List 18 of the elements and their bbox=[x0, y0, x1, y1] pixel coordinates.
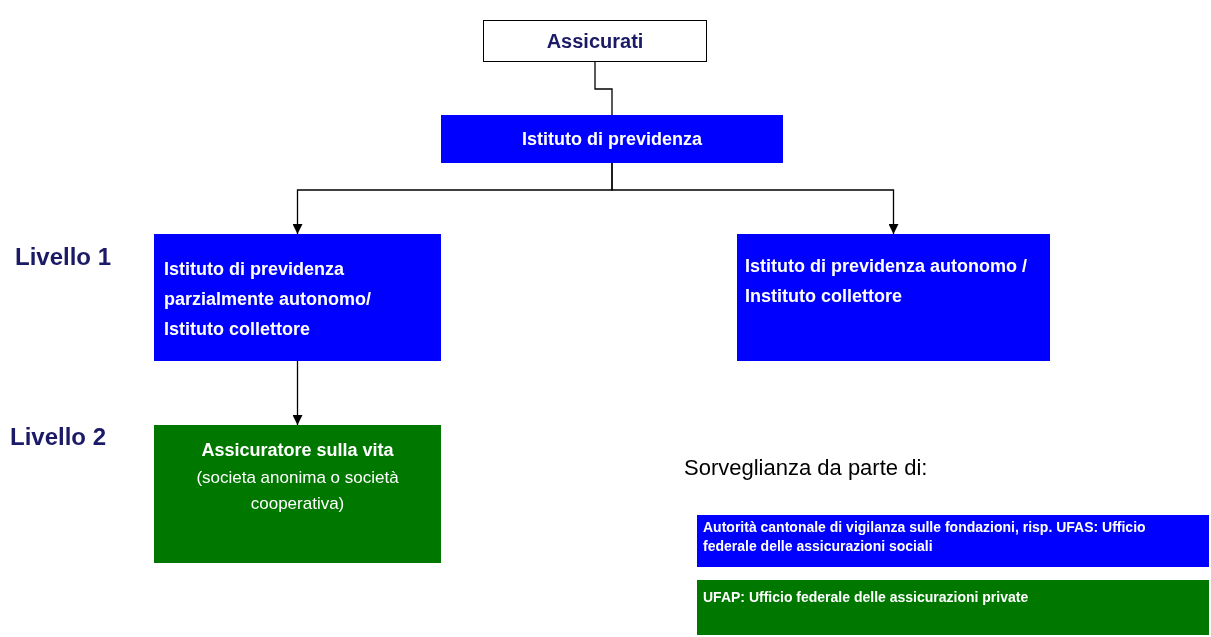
box-title: Assicuratore sulla vita bbox=[200, 439, 395, 462]
connector-arrow bbox=[611, 162, 899, 235]
connector-arrow bbox=[292, 360, 303, 426]
box-title: Istituto di previdenza bbox=[521, 128, 703, 151]
box-title: Istituto di previdenza parzialmente autonomo/ Istituto collettore bbox=[164, 258, 373, 341]
legend-heading: Sorveglianza da parte di: bbox=[684, 455, 928, 481]
box-title: Istituto di previdenza autonomo / Instituto collettore bbox=[745, 255, 1028, 308]
box-subtitle: (societa anonima o società cooperativa) bbox=[195, 467, 400, 515]
process-box bbox=[154, 425, 441, 563]
legend-entry: Autorità cantonale di vigilanza sulle fondazioni, risp. UFAS: Ufficio federale delle assicurazioni sociali bbox=[697, 515, 1209, 567]
box-title: Assicurati bbox=[545, 29, 645, 54]
level-label: Livello 2 bbox=[10, 423, 107, 451]
process-box bbox=[154, 234, 441, 361]
process-box bbox=[737, 234, 1050, 361]
title-box bbox=[483, 20, 707, 62]
legend-entry: UFAP: Ufficio federale delle assicurazioni private bbox=[697, 580, 1209, 635]
process-box bbox=[441, 115, 783, 163]
level-label: Livello 1 bbox=[15, 243, 112, 271]
